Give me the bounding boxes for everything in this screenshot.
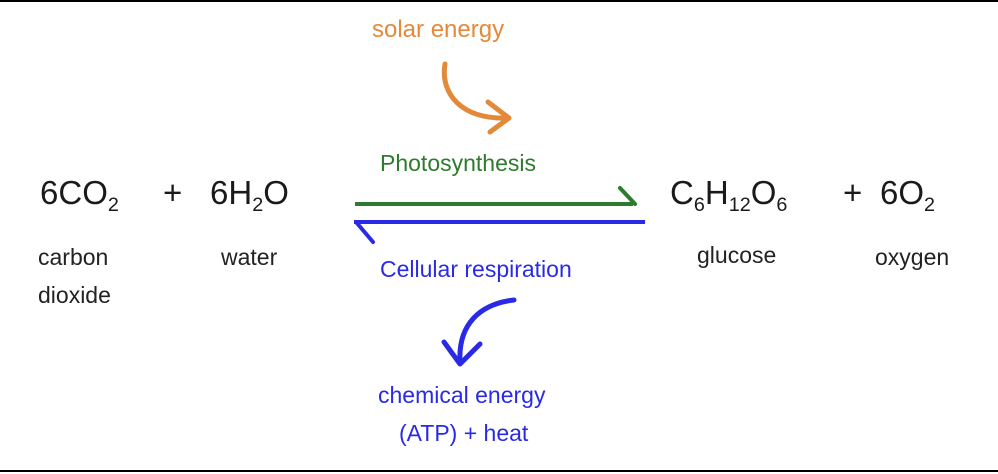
o2-coefficient: 6 bbox=[880, 174, 899, 211]
glucose-formula: C6H12O6 bbox=[670, 174, 787, 215]
water-name: water bbox=[221, 244, 278, 270]
glucose-subscript-c: 6 bbox=[693, 193, 705, 216]
co2-subscript: 2 bbox=[107, 193, 119, 216]
co2-coefficient: 6 bbox=[40, 174, 59, 211]
photosynthesis-label: Photosynthesis bbox=[380, 150, 536, 176]
h2o-element-o: O bbox=[263, 174, 289, 211]
glucose-element-o: O bbox=[750, 174, 777, 211]
chemical-energy-curved-arrow bbox=[457, 297, 517, 365]
h2o-element-h: H bbox=[228, 174, 253, 211]
cellular-respiration-label: Cellular respiration bbox=[380, 256, 572, 282]
o2-element: O bbox=[898, 174, 925, 211]
glucose-subscript-o: 6 bbox=[776, 193, 788, 216]
oxygen-name: oxygen bbox=[875, 244, 950, 270]
solar-energy-label: solar energy bbox=[372, 16, 505, 43]
chemical-energy-label-line2: (ATP) + heat bbox=[399, 420, 529, 446]
chemical-energy-arrowhead bbox=[441, 339, 483, 367]
oxygen-formula: 6O2 bbox=[880, 174, 935, 215]
water-formula: 6H2O bbox=[210, 174, 289, 215]
glucose-element-h: H bbox=[704, 174, 729, 211]
photosynthesis-arrowhead bbox=[618, 186, 637, 206]
chemical-energy-label-line1: chemical energy bbox=[378, 382, 546, 408]
h2o-subscript: 2 bbox=[252, 193, 264, 216]
carbon-dioxide-formula: 6CO2 bbox=[40, 174, 119, 215]
glucose-element-c: C bbox=[670, 174, 694, 211]
solar-energy-arrowhead bbox=[485, 99, 512, 135]
o2-subscript: 2 bbox=[924, 193, 936, 216]
respiration-arrowhead bbox=[354, 220, 375, 244]
glucose-subscript-h: 12 bbox=[728, 193, 751, 216]
plus-sign-products: + bbox=[843, 174, 863, 211]
glucose-name: glucose bbox=[697, 242, 777, 268]
co2-element: CO bbox=[58, 174, 108, 211]
carbon-dioxide-name-line2: dioxide bbox=[38, 282, 111, 308]
h2o-coefficient: 6 bbox=[210, 174, 229, 211]
plus-sign-reactants: + bbox=[163, 174, 183, 211]
solar-energy-curved-arrow bbox=[441, 61, 511, 121]
carbon-dioxide-name-line1: carbon bbox=[38, 244, 109, 270]
